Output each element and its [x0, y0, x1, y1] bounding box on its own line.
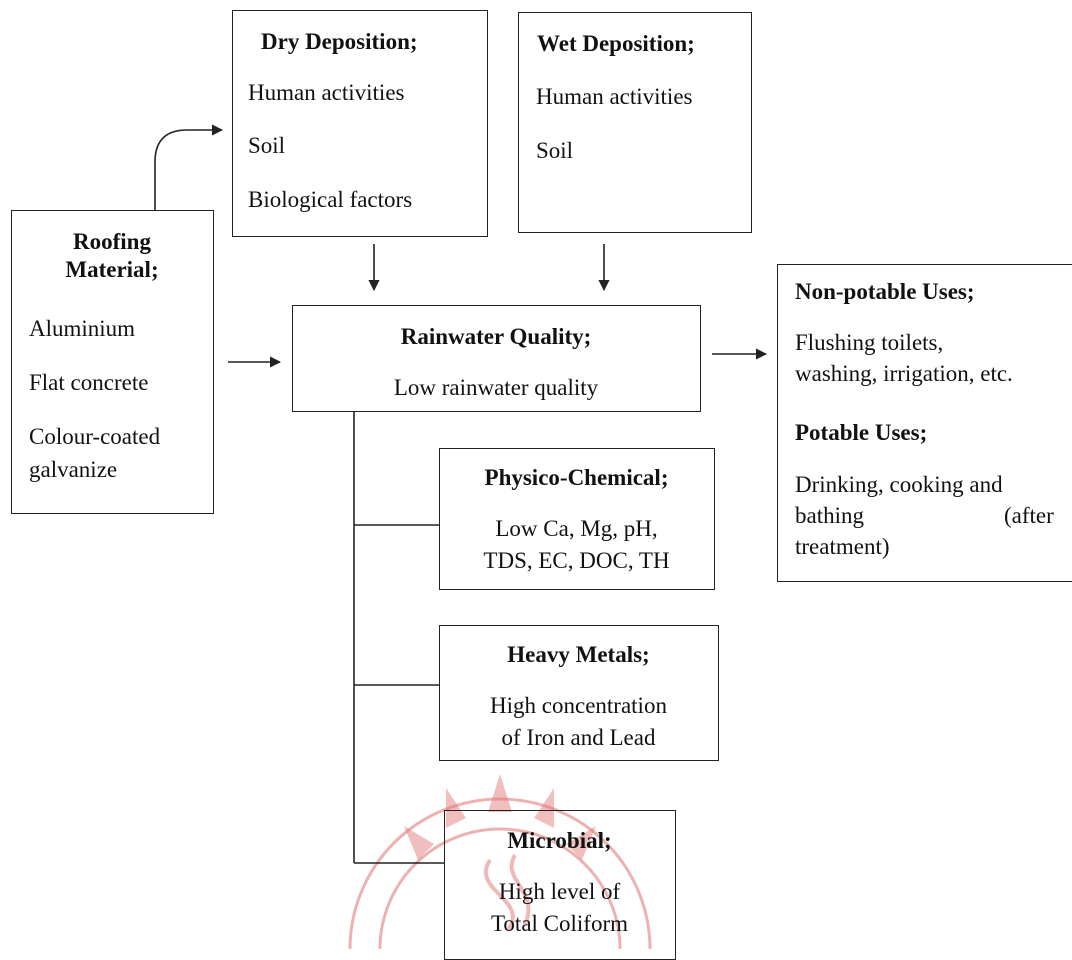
wet-item-soil: Soil: [536, 138, 574, 163]
dry-item-biological-factors: Biological factors: [248, 187, 413, 212]
potable-line1: Drinking, cooking and: [795, 472, 1003, 497]
physico-chemical-title: Physico-Chemical;: [484, 465, 669, 490]
roofing-item-colour-coated: Colour-coated: [29, 424, 161, 449]
non-potable-title: Non-potable Uses;: [795, 279, 975, 304]
physico-chemical-box: Physico-Chemical; Low Ca, Mg, pH, TDS, E…: [439, 448, 715, 590]
non-potable-line1: Flushing toilets,: [795, 330, 944, 355]
dry-deposition-box: Dry Deposition; Human activities Soil Bi…: [232, 10, 488, 237]
roofing-item-galvanize: galvanize: [29, 457, 118, 482]
potable-line2a: bathing: [795, 503, 864, 528]
dry-item-human-activities: Human activities: [248, 80, 405, 105]
potable-title: Potable Uses;: [795, 420, 928, 445]
physico-chemical-line2: TDS, EC, DOC, TH: [483, 548, 670, 573]
dry-deposition-title: Dry Deposition;: [261, 29, 418, 54]
microbial-line1: High level of: [498, 879, 621, 904]
microbial-box: Microbial; High level of Total Coliform: [444, 810, 676, 960]
rainwater-quality-title: Rainwater Quality;: [400, 324, 592, 349]
microbial-title: Microbial;: [507, 828, 612, 853]
roof-to-dry-arrow: [154, 124, 224, 210]
microbial-line2: Total Coliform: [490, 911, 628, 936]
heavy-metals-line2: of Iron and Lead: [501, 725, 656, 750]
wet-deposition-title: Wet Deposition;: [537, 31, 695, 56]
non-potable-line2: washing, irrigation, etc.: [795, 361, 1013, 386]
potable-line2b: (after: [1004, 503, 1054, 528]
heavy-metals-box: Heavy Metals; High concentration of Iron…: [439, 625, 719, 761]
roofing-title-line1: Roofing: [73, 229, 151, 254]
watermark-seal-icon: [348, 774, 652, 949]
uses-box: Non-potable Uses; Flushing toilets, wash…: [777, 264, 1072, 582]
wet-item-human-activities: Human activities: [536, 84, 693, 109]
roofing-item-aluminium: Aluminium: [29, 316, 136, 341]
potable-line3: treatment): [795, 534, 890, 559]
roofing-material-box: Roofing Material; Aluminium Flat concret…: [11, 210, 214, 514]
wet-deposition-box: Wet Deposition; Human activities Soil: [518, 12, 752, 233]
physico-chemical-line1: Low Ca, Mg, pH,: [495, 516, 658, 541]
rainwater-quality-box: Rainwater Quality; Low rainwater quality: [292, 305, 701, 412]
heavy-metals-title: Heavy Metals;: [507, 642, 650, 667]
roofing-item-flat-concrete: Flat concrete: [29, 370, 149, 395]
dry-item-soil: Soil: [248, 133, 286, 158]
rainwater-quality-value: Low rainwater quality: [393, 375, 599, 400]
heavy-metals-line1: High concentration: [490, 693, 667, 718]
roofing-title-line2: Material;: [65, 257, 159, 282]
